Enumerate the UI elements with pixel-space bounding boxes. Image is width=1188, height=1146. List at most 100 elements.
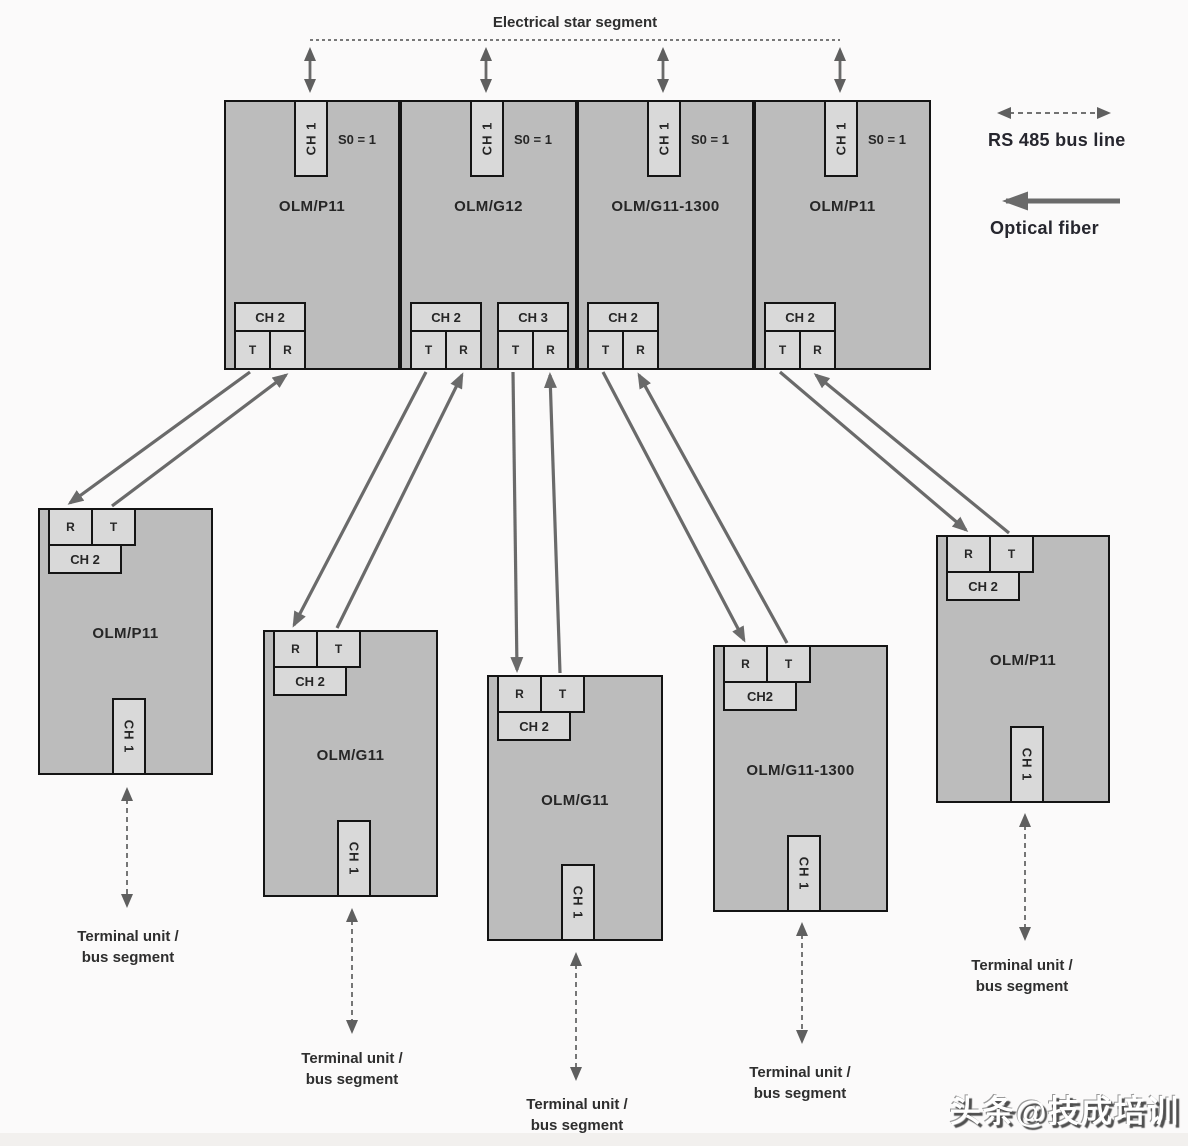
module-name: OLM/P11 <box>278 198 346 215</box>
module-name: OLM/G12 <box>454 198 523 215</box>
receive-port: R <box>269 330 306 370</box>
terminal-label-line1: Terminal unit / <box>526 1096 628 1113</box>
fiber-link-m2ch3t-to-c-r <box>510 371 524 673</box>
legend-rs485-label: RS 485 bus line <box>988 130 1126 150</box>
ch1-port-box: CH 1 <box>470 100 504 177</box>
fiber-link-m4t-to-e-r <box>778 370 969 532</box>
receive-port: R <box>445 330 482 370</box>
ch2-port-block: R T CH 2 <box>946 535 1034 601</box>
terminal-label-line1: Terminal unit / <box>749 1064 851 1081</box>
ch1-port-box: CH 1 <box>787 835 821 912</box>
terminal-label-line2: bus segment <box>753 1085 847 1102</box>
ch2-port-label: CH 2 <box>946 571 1020 601</box>
module-name: OLM/G11-1300 <box>746 762 855 779</box>
transmit-port: T <box>316 630 361 668</box>
module-name: OLM/G11 <box>541 792 609 809</box>
transmit-port: T <box>587 330 624 370</box>
footer-strip <box>0 1133 1188 1146</box>
receive-port: R <box>48 508 93 546</box>
transmit-port: T <box>764 330 801 370</box>
legend-fiber-label: Optical fiber <box>990 218 1099 238</box>
ch1-port-box: CH 1 <box>1010 726 1044 803</box>
ch2-port-label: CH 2 <box>497 711 571 741</box>
ch1-port-label: CH 1 <box>796 856 812 891</box>
ch1-port-box: CH 1 <box>112 698 146 775</box>
ch2-port-label: CH 2 <box>587 302 659 332</box>
bottom-module-olm-p11-1: R T CH 2 OLM/P11 CH 1 <box>38 508 213 775</box>
ch1-port-label: CH 1 <box>656 121 672 156</box>
ch2-port-label: CH 2 <box>273 666 347 696</box>
bottom-module-olm-g11-1300: R T CH2 OLM/G11-1300 CH 1 <box>713 645 888 912</box>
transmit-port: T <box>91 508 136 546</box>
ch1-port-box: CH 1 <box>294 100 328 177</box>
s0-switch-label: S0 = 1 <box>514 132 552 147</box>
ch1-port-label: CH 1 <box>346 841 362 876</box>
ch2-port-label: CH2 <box>723 681 797 711</box>
transmit-port: T <box>766 645 811 683</box>
receive-port: R <box>799 330 836 370</box>
transmit-port: T <box>497 330 534 370</box>
fiber-link-b-t-to-m2r <box>335 372 464 629</box>
ch1-port-box: CH 1 <box>647 100 681 177</box>
ch2-port-label: CH 2 <box>764 302 836 332</box>
terminal-label-4: Terminal unit / bus segment <box>715 1062 885 1104</box>
ch3-port-block: CH 3 T R <box>497 302 569 370</box>
module-name: OLM/G11-1300 <box>611 198 720 215</box>
terminal-label-line1: Terminal unit / <box>77 928 179 945</box>
receive-port: R <box>622 330 659 370</box>
top-module-olm-g12: CH 1 S0 = 1 OLM/G12 CH 2 T R CH 3 T R <box>400 100 577 370</box>
fiber-link-d-t-to-m3r <box>637 372 789 644</box>
receive-port: R <box>532 330 569 370</box>
fiber-link-e-t-to-m4r <box>813 373 1011 535</box>
terminal-label-line1: Terminal unit / <box>301 1050 403 1067</box>
receive-port: R <box>497 675 542 713</box>
bottom-module-olm-g11-1: R T CH 2 OLM/G11 CH 1 <box>263 630 438 897</box>
module-name: OLM/P11 <box>989 652 1057 669</box>
transmit-port: T <box>234 330 271 370</box>
ch2-port-label: CH 2 <box>234 302 306 332</box>
ch2-port-block: CH 2 T R <box>234 302 306 370</box>
ch1-port-box: CH 1 <box>561 864 595 941</box>
terminal-label-line2: bus segment <box>81 949 175 966</box>
fiber-link-c-t-to-m2ch3r <box>543 372 562 674</box>
fiber-link-m3t-to-d-r <box>601 371 746 643</box>
terminal-label-line2: bus segment <box>975 978 1069 995</box>
terminal-label-2: Terminal unit / bus segment <box>267 1048 437 1090</box>
transmit-port: T <box>989 535 1034 573</box>
bottom-module-olm-g11-2: R T CH 2 OLM/G11 CH 1 <box>487 675 663 941</box>
transmit-port: T <box>410 330 447 370</box>
s0-switch-label: S0 = 1 <box>868 132 906 147</box>
s0-switch-label: S0 = 1 <box>338 132 376 147</box>
fiber-link-a-t-to-m1r <box>111 373 289 508</box>
top-module-olm-p11-1: CH 1 S0 = 1 OLM/P11 CH 2 T R <box>224 100 400 370</box>
terminal-label-line1: Terminal unit / <box>971 957 1073 974</box>
ch1-port-label: CH 1 <box>479 121 495 156</box>
terminal-label-3: Terminal unit / bus segment <box>492 1094 662 1136</box>
ch3-port-label: CH 3 <box>497 302 569 332</box>
receive-port: R <box>273 630 318 668</box>
ch2-port-label: CH 2 <box>48 544 122 574</box>
fiber-link-m1t-to-a-r <box>67 370 251 505</box>
receive-port: R <box>946 535 991 573</box>
terminal-label-line2: bus segment <box>530 1117 624 1134</box>
module-name: OLM/G11 <box>316 747 385 764</box>
s0-switch-label: S0 = 1 <box>691 132 729 147</box>
ch2-port-block: R T CH 2 <box>48 508 136 574</box>
top-module-olm-p11-2: CH 1 S0 = 1 OLM/P11 CH 2 T R <box>754 100 931 370</box>
bottom-module-olm-p11-2: R T CH 2 OLM/P11 CH 1 <box>936 535 1110 803</box>
receive-port: R <box>723 645 768 683</box>
ch1-port-label: CH 1 <box>1019 747 1035 782</box>
ch1-port-label: CH 1 <box>833 121 849 156</box>
transmit-port: T <box>540 675 585 713</box>
terminal-label-1: Terminal unit / bus segment <box>43 926 213 968</box>
ch1-port-label: CH 1 <box>121 719 137 754</box>
ch2-port-block: R T CH2 <box>723 645 811 711</box>
terminal-label-line2: bus segment <box>305 1071 399 1088</box>
ch1-port-box: CH 1 <box>824 100 858 177</box>
ch2-port-block: R T CH 2 <box>273 630 361 696</box>
ch1-port-label: CH 1 <box>303 121 319 156</box>
watermark: 头条@技成培训 <box>949 1094 1180 1129</box>
module-name: OLM/P11 <box>92 625 159 642</box>
terminal-label-5: Terminal unit / bus segment <box>937 955 1107 997</box>
